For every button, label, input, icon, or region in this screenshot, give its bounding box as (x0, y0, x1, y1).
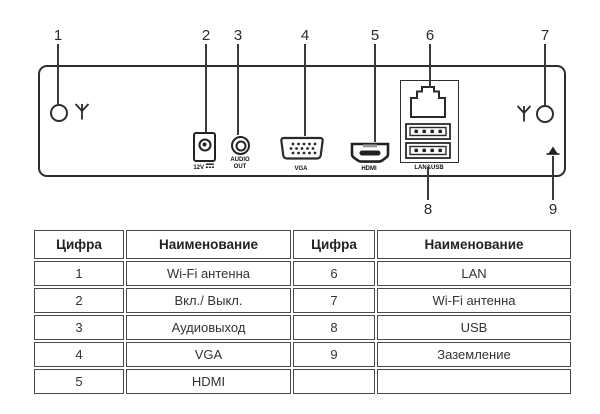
cell-name: LAN (377, 261, 571, 286)
hdmi-label: HDMI (361, 166, 377, 172)
cell-digit: 2 (34, 288, 124, 313)
leader-line-3 (237, 44, 239, 135)
header-name-right: Наименование (377, 230, 571, 259)
table-row: 5 HDMI (34, 369, 571, 394)
hdmi-top-notch (363, 144, 377, 148)
cell-digit: 7 (293, 288, 375, 313)
cell-name: Аудиовыход (126, 315, 291, 340)
leader-line-7 (544, 44, 546, 105)
table-row: 2 Вкл./ Выкл. 7 Wi-Fi антенна (34, 288, 571, 313)
leader-line-9 (552, 156, 554, 200)
vga-pins (289, 142, 317, 155)
vga-connector (280, 136, 324, 160)
callout-2: 2 (201, 27, 211, 44)
cell-name: VGA (126, 342, 291, 367)
callout-1: 1 (53, 27, 63, 44)
power-connector-center (202, 142, 207, 147)
hdmi-connector (350, 142, 390, 163)
cell-name: Wi-Fi антенна (126, 261, 291, 286)
audio-out-label: AUDIO OUT (230, 157, 249, 171)
audio-label-line2: OUT (233, 164, 247, 170)
power-label: 12V (193, 163, 215, 172)
antenna-icon (74, 103, 90, 120)
cell-name: HDMI (126, 369, 291, 394)
callout-7: 7 (540, 27, 550, 44)
cell-digit (293, 369, 375, 394)
usb-port-1 (405, 123, 451, 140)
leader-line-5 (374, 44, 376, 142)
leader-line-4 (304, 44, 306, 136)
power-connector-pin (198, 138, 211, 152)
wifi-antenna-mount-right (536, 105, 554, 123)
lan-usb-label: LAN&USB (414, 165, 444, 171)
callout-8: 8 (423, 201, 433, 218)
vga-label: VGA (294, 166, 308, 172)
header-digit-right: Цифра (293, 230, 375, 259)
hdmi-slot (359, 150, 381, 156)
cell-digit: 3 (34, 315, 124, 340)
audio-out-connector (231, 136, 250, 155)
cell-name (377, 369, 571, 394)
cell-digit: 5 (34, 369, 124, 394)
legend-table: Цифра Наименование Цифра Наименование 1 … (32, 228, 573, 396)
antenna-icon (516, 105, 532, 122)
callout-3: 3 (233, 27, 243, 44)
leader-line-6 (429, 44, 431, 88)
callout-4: 4 (300, 27, 310, 44)
dc-symbol-icon (206, 163, 215, 168)
table-row: 3 Аудиовыход 8 USB (34, 315, 571, 340)
cell-digit: 1 (34, 261, 124, 286)
wifi-antenna-mount-left (50, 104, 68, 122)
callout-6: 6 (425, 27, 435, 44)
usb-port-2 (405, 142, 451, 159)
cell-digit: 4 (34, 342, 124, 367)
cell-name: Wi-Fi антенна (377, 288, 571, 313)
legend-header-row: Цифра Наименование Цифра Наименование (34, 230, 571, 259)
ground-icon (546, 146, 560, 155)
power-connector (193, 132, 216, 162)
table-row: 1 Wi-Fi антенна 6 LAN (34, 261, 571, 286)
lan-usb-block (400, 80, 459, 163)
leader-line-2 (205, 44, 207, 132)
cell-name: Заземление (377, 342, 571, 367)
header-digit-left: Цифра (34, 230, 124, 259)
audio-label-line1: AUDIO (230, 157, 250, 163)
cell-name: Вкл./ Выкл. (126, 288, 291, 313)
lan-port (410, 86, 446, 118)
power-label-text: 12V (193, 165, 205, 171)
cell-digit: 8 (293, 315, 375, 340)
cell-digit: 6 (293, 261, 375, 286)
header-name-left: Наименование (126, 230, 291, 259)
leader-line-8 (427, 167, 429, 200)
audio-out-inner-ring (235, 140, 246, 151)
leader-line-1 (57, 44, 59, 104)
callout-5: 5 (370, 27, 380, 44)
cell-name: USB (377, 315, 571, 340)
callout-9: 9 (548, 201, 558, 218)
table-row: 4 VGA 9 Заземление (34, 342, 571, 367)
cell-digit: 9 (293, 342, 375, 367)
